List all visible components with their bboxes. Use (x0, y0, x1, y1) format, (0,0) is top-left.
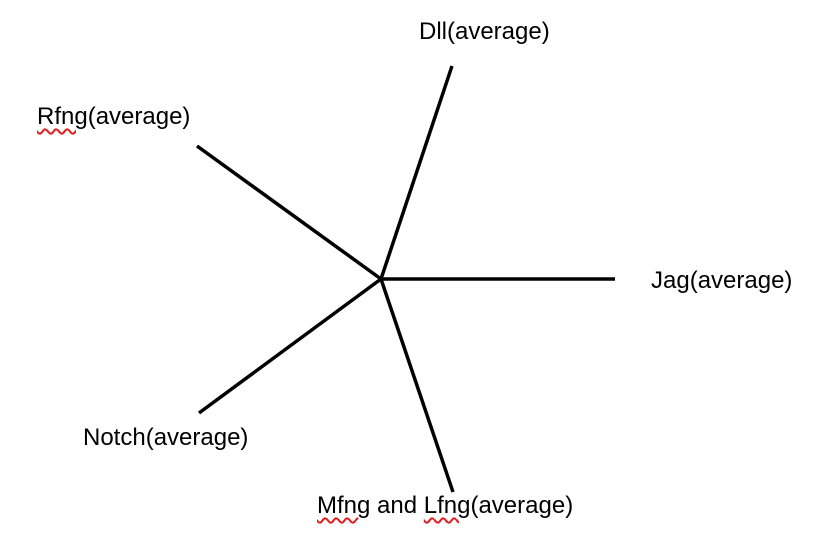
spoke-dll (379, 65, 454, 280)
label-rfng-suffix: (average) (87, 103, 191, 130)
spoke-mfng-lfng (379, 278, 455, 493)
spoke-rfng (195, 144, 383, 281)
label-notch: Notch(average) (83, 424, 248, 452)
label-mfng-lfng-suffix: (average) (470, 492, 574, 519)
label-jag: Jag(average) (651, 267, 792, 295)
spoke-notch (197, 277, 383, 415)
label-notch-text: Notch(average) (83, 424, 249, 451)
label-mfng-lfng: Mfng and Lfng(average) (317, 492, 573, 520)
label-lfng: Lfng (423, 492, 471, 519)
label-and: and (370, 492, 424, 519)
label-mfng: Mfng (317, 492, 371, 519)
label-dll: Dll(average) (419, 18, 550, 46)
label-rfng-name: Rfng (37, 103, 88, 130)
label-dll-text: Dll(average) (419, 18, 550, 45)
label-jag-text: Jag(average) (651, 267, 793, 294)
label-rfng: Rfng(average) (37, 103, 190, 131)
